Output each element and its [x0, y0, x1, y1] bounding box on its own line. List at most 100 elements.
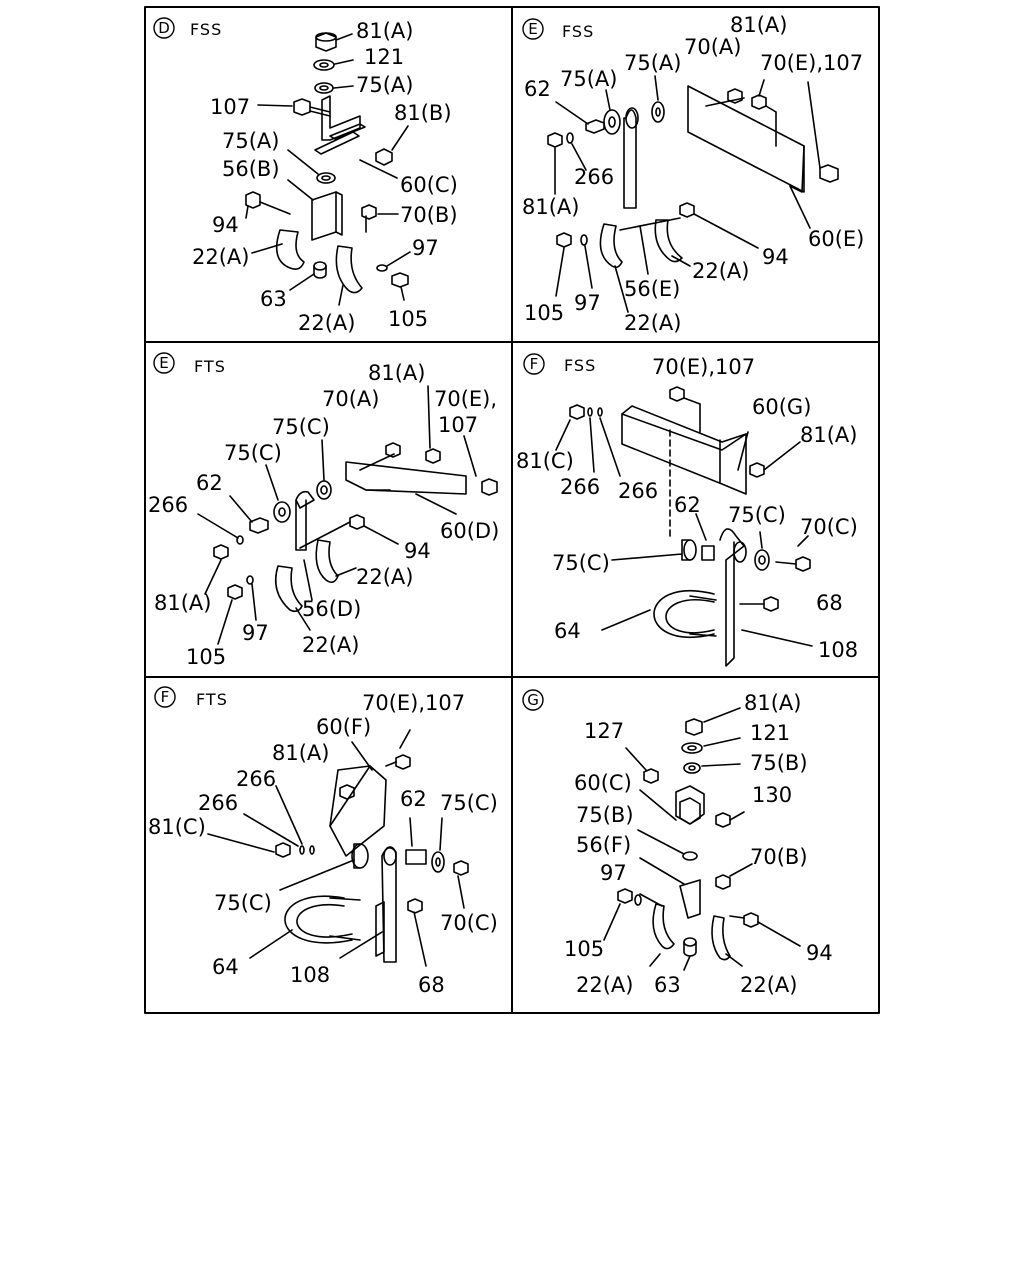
part-label: 22(A) [624, 311, 681, 335]
part-label: 75(C) [728, 503, 786, 527]
part-label: 105 [388, 307, 428, 331]
part-label: 108 [290, 963, 330, 987]
part-label: 70(C) [440, 911, 498, 935]
part-label: 127 [584, 719, 624, 743]
part-label: 56(D) [302, 597, 361, 621]
part-label: 121 [750, 721, 790, 745]
part-label: 62 [524, 77, 551, 101]
part-label: 70(E),107 [760, 51, 863, 75]
panel-e-fss-header: E FSS [522, 18, 594, 41]
part-label: 60(D) [440, 519, 499, 543]
panel-headers: D FSS E FSS E FTS F FSS F FTS G [153, 17, 596, 711]
part-label: 22(A) [740, 973, 797, 997]
panel-g-parts [603, 707, 801, 971]
part-label: 70(E),107 [652, 355, 755, 379]
panel-variant: FTS [194, 357, 226, 376]
panel-variant: FSS [564, 356, 596, 375]
part-label: 105 [524, 301, 564, 325]
part-label: 70(B) [400, 203, 458, 227]
part-label: 22(A) [192, 245, 249, 269]
part-label: 266 [560, 475, 600, 499]
part-label: 75(C) [440, 791, 498, 815]
part-label: 107 [438, 413, 478, 437]
part-label: 60(C) [574, 771, 632, 795]
panel-variant: FSS [562, 22, 594, 41]
part-label: 22(A) [692, 259, 749, 283]
part-label: 56(F) [576, 833, 631, 857]
part-label: 266 [574, 165, 614, 189]
part-label: 81(A) [522, 195, 579, 219]
part-label: 75(C) [224, 441, 282, 465]
part-label: 266 [148, 493, 188, 517]
part-label: 81(A) [800, 423, 857, 447]
part-label: 56(B) [222, 157, 280, 181]
part-label: 107 [210, 95, 250, 119]
panel-variant: FTS [196, 690, 228, 709]
part-label: 62 [400, 787, 427, 811]
panel-letter: E [159, 354, 168, 372]
part-label: 60(F) [316, 715, 371, 739]
part-label: 81(A) [744, 691, 801, 715]
part-label: 105 [186, 645, 226, 669]
part-label: 75(A) [560, 67, 617, 91]
part-label: 97 [574, 291, 601, 315]
panel-f-fss-parts [555, 386, 813, 667]
panel-e-fts-header: E FTS [153, 352, 226, 376]
part-label: 62 [674, 493, 701, 517]
part-label: 81(C) [516, 449, 574, 473]
panel-g-header: G [522, 689, 544, 711]
panel-letter: G [527, 691, 539, 709]
part-label: 75(A) [356, 73, 413, 97]
panel-grid [144, 6, 880, 1014]
part-label: 97 [600, 861, 627, 885]
part-label: 60(E) [808, 227, 864, 251]
part-label: 266 [198, 791, 238, 815]
part-label: 63 [260, 287, 287, 311]
part-label: 22(A) [356, 565, 413, 589]
part-label: 81(C) [148, 815, 206, 839]
panel-f-fss-header: F FSS [523, 353, 596, 375]
part-label: 70(C) [800, 515, 858, 539]
part-label: 75(C) [552, 551, 610, 575]
part-label: 62 [196, 471, 223, 495]
part-label: 75(A) [624, 51, 681, 75]
panel-e-fss-parts [547, 75, 839, 313]
panel-e-fts-parts [197, 385, 498, 645]
part-label: 75(C) [272, 415, 330, 439]
part-label: 97 [412, 236, 439, 260]
part-label: 81(A) [730, 13, 787, 37]
part-label: 94 [212, 213, 239, 237]
part-label: 121 [364, 45, 404, 69]
part-label: 81(A) [154, 591, 211, 615]
part-label: 68 [816, 591, 843, 615]
part-label: 64 [554, 619, 581, 643]
part-label: 81(A) [368, 361, 425, 385]
part-label: 60(C) [400, 173, 458, 197]
part-label: 81(A) [356, 19, 413, 43]
part-label: 70(B) [750, 845, 808, 869]
part-label: 81(B) [394, 101, 452, 125]
panel-letter: E [528, 20, 537, 38]
panel-d-fss-parts [245, 32, 411, 306]
part-label: 56(E) [624, 277, 680, 301]
part-label: 108 [818, 638, 858, 662]
part-label: 94 [806, 941, 833, 965]
part-label: 63 [654, 973, 681, 997]
part-label: 70(E), [434, 387, 497, 411]
panel-letter: F [161, 688, 170, 706]
part-callouts: 81(A) 121 75(A) 107 81(B) 75(A) 56(B) 60… [148, 13, 864, 997]
part-label: 75(B) [750, 751, 808, 775]
part-label: 22(A) [302, 633, 359, 657]
part-label: 94 [404, 539, 431, 563]
part-label: 70(E),107 [362, 691, 465, 715]
part-label: 266 [618, 479, 658, 503]
panel-letter: D [158, 19, 170, 37]
part-label: 60(G) [752, 395, 811, 419]
panel-letter: F [530, 355, 539, 373]
part-label: 70(A) [322, 387, 379, 411]
panel-f-fts-parts [207, 729, 469, 967]
part-label: 105 [564, 937, 604, 961]
part-label: 64 [212, 955, 239, 979]
